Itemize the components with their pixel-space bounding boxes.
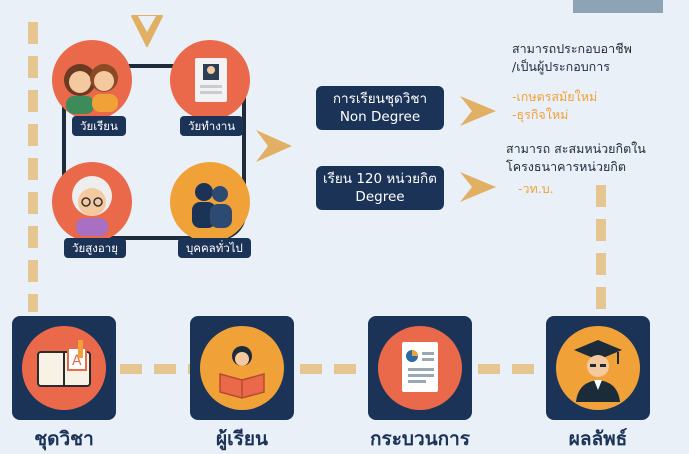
step-result-label: ผลลัพธ์ bbox=[568, 428, 628, 450]
degree-box: เรียน 120 หน่วยกิต Degree bbox=[316, 166, 444, 210]
dashed-connector-1 bbox=[120, 364, 190, 374]
document-icon bbox=[402, 342, 438, 392]
svg-text:A: A bbox=[72, 353, 82, 369]
dashed-connector-left bbox=[28, 22, 38, 312]
career-outcome-line1: สามารถประกอบอาชีพ bbox=[512, 41, 632, 56]
step-learner-label: ผู้เรียน bbox=[216, 428, 268, 450]
right-arrow-icon bbox=[256, 130, 292, 162]
elderly-avatar bbox=[52, 162, 132, 242]
career-item-modern-agriculture: -เกษตรสมัยใหม่ bbox=[512, 89, 598, 104]
step-process-label: กระบวนการ bbox=[369, 428, 470, 450]
reader-icon bbox=[219, 346, 265, 399]
step-course-label: ชุดวิชา bbox=[34, 428, 94, 450]
credit-outcome-line1: สามารถ สะสมหน่วยกิตใน bbox=[506, 141, 646, 156]
book-icon: A bbox=[37, 340, 91, 387]
credit-item-bsc: -วท.บ. bbox=[518, 181, 554, 196]
non-degree-box: การเรียนชุดวิชา Non Degree bbox=[316, 86, 444, 130]
students-avatar bbox=[52, 40, 132, 120]
general-public-label: บุคคลทั่วไป bbox=[178, 238, 251, 258]
workers-avatar bbox=[170, 40, 250, 120]
career-outcome-line2: /เป็นผู้ประกอบการ bbox=[512, 59, 610, 74]
dashed-connector-2 bbox=[300, 364, 370, 374]
workers-label: วัยทำงาน bbox=[180, 116, 244, 136]
non-degree-line1: การเรียนชุดวิชา bbox=[332, 91, 428, 107]
degree-line1: เรียน 120 หน่วยกิต bbox=[323, 171, 437, 187]
top-decor-bar bbox=[573, 0, 663, 13]
dashed-connector-3 bbox=[478, 364, 548, 374]
right-arrow-small-icon bbox=[460, 96, 496, 126]
degree-line2: Degree bbox=[355, 189, 405, 205]
career-item-new-business: -ธุรกิจใหม่ bbox=[512, 107, 569, 122]
step-course-box: A bbox=[12, 316, 116, 420]
non-degree-line2: Non Degree bbox=[339, 109, 421, 125]
step-learner-box bbox=[190, 316, 294, 420]
step-process-box bbox=[368, 316, 472, 420]
students-label: วัยเรียน bbox=[72, 116, 126, 136]
general-public-avatar bbox=[170, 162, 250, 242]
right-arrow-small-icon-2 bbox=[460, 172, 496, 202]
dashed-connector-right bbox=[596, 185, 606, 315]
elderly-label: วัยสูงอายุ bbox=[64, 238, 126, 258]
step-result-box bbox=[546, 316, 650, 420]
audience-cycle-ring bbox=[62, 64, 246, 240]
credit-outcome-line2: โครงธนาคารหน่วยกิต bbox=[506, 159, 626, 174]
down-arrow-icon bbox=[131, 15, 163, 47]
graduate-icon bbox=[574, 340, 622, 402]
